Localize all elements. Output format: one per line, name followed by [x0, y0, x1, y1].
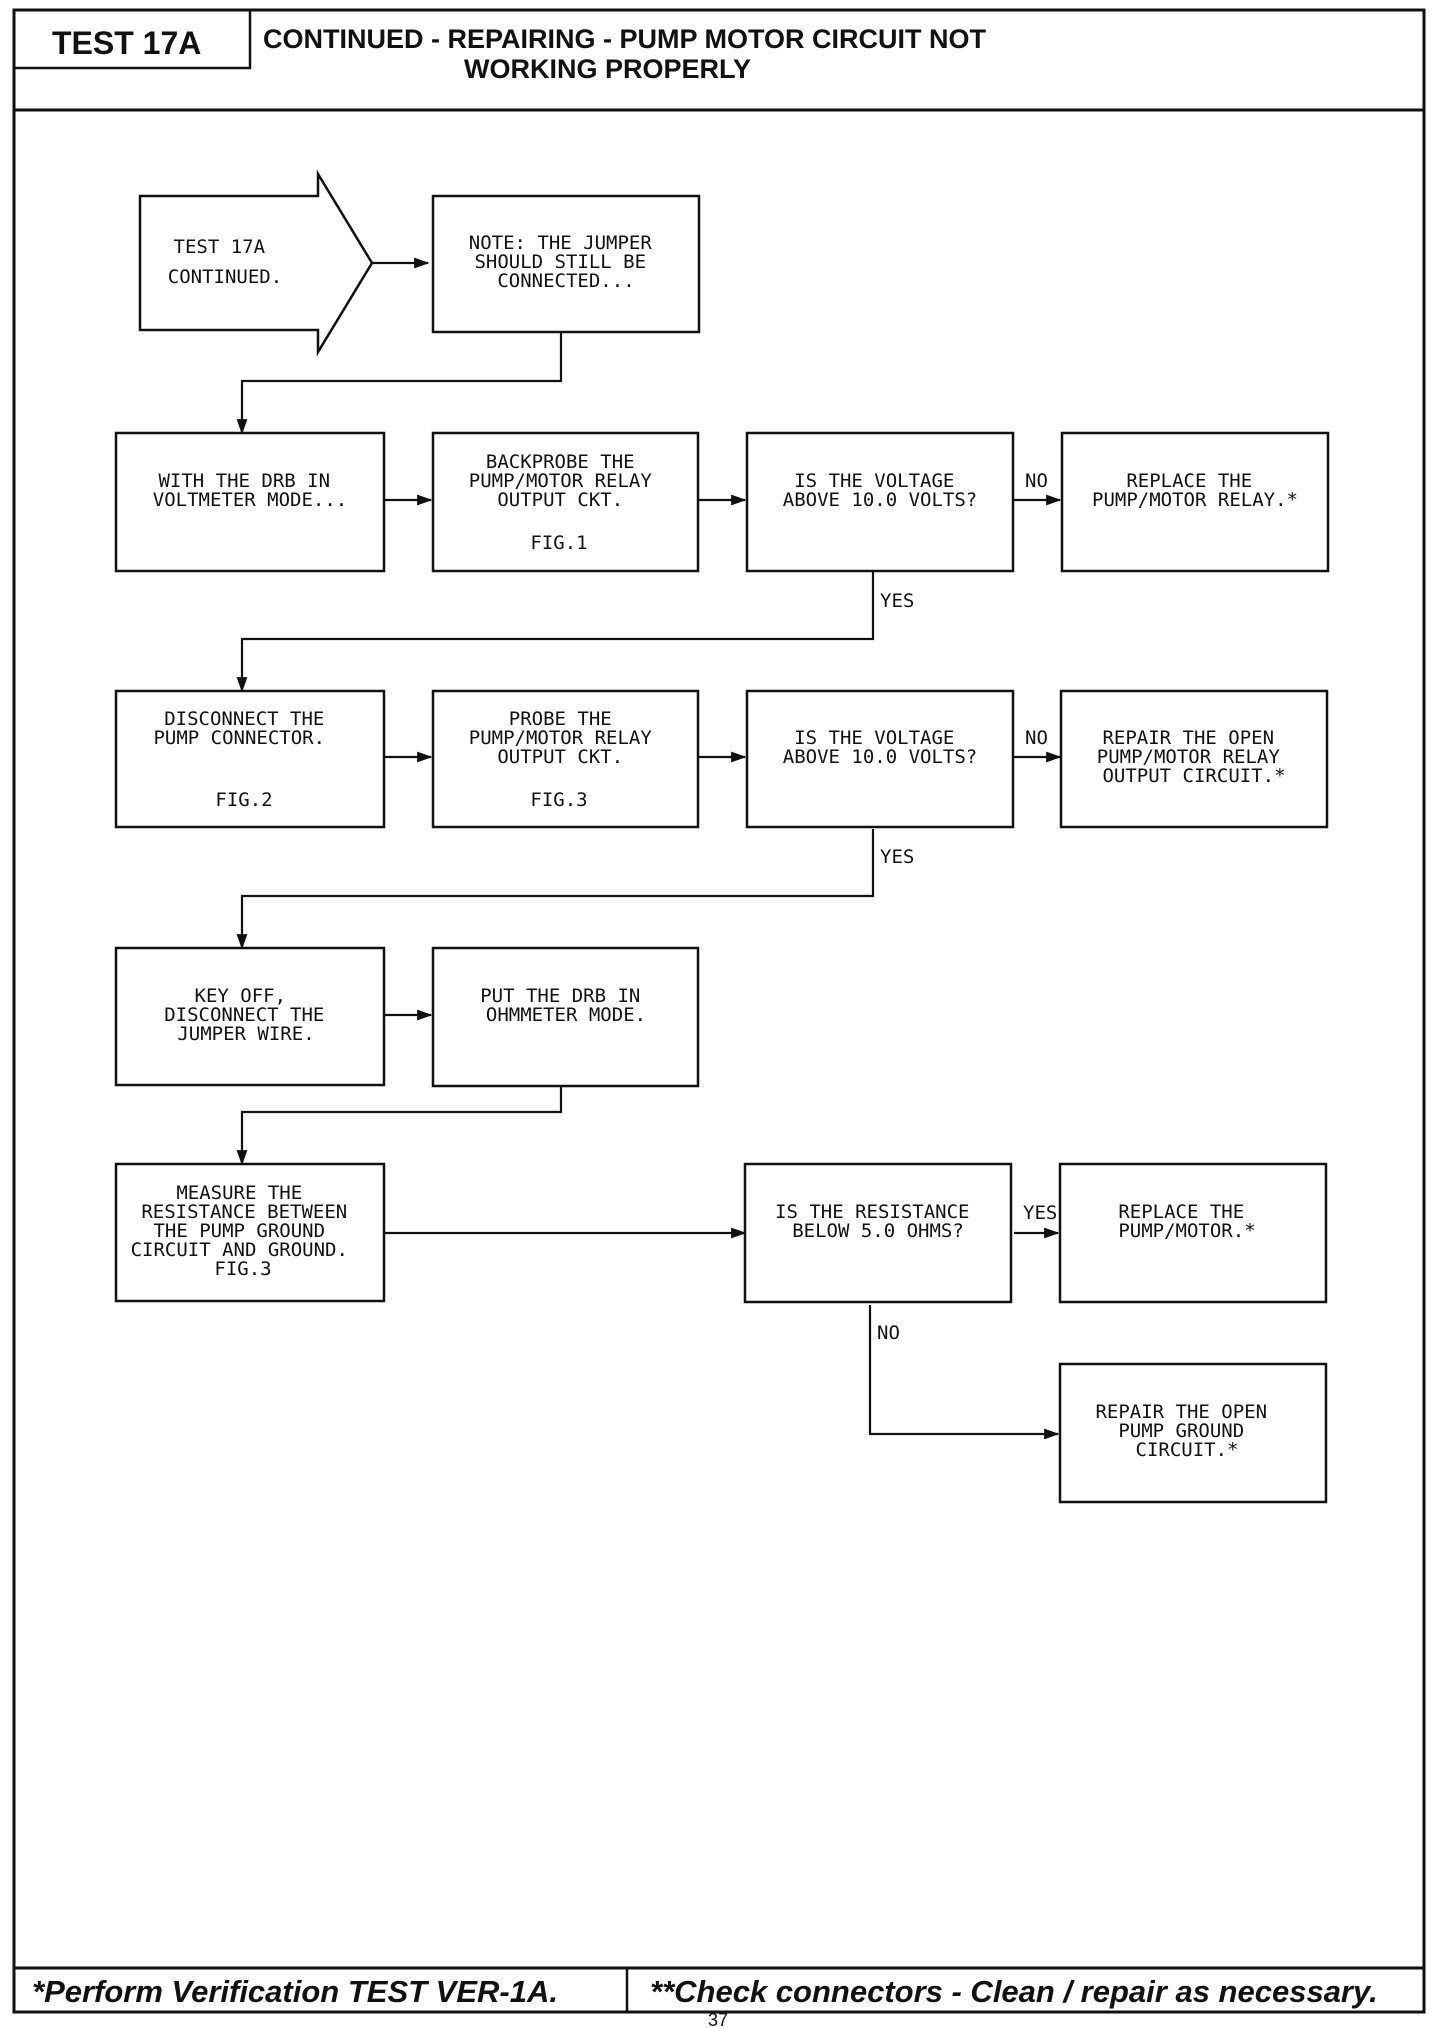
header-title-line2: WORKING PROPERLY	[464, 54, 751, 84]
action-replace-relay: REPLACE THE PUMP/MOTOR RELAY.*	[1060, 431, 1330, 573]
svg-text:MEASURE THE RESISTANCE B: MEASURE THE RESISTANCE BETWEEN THE PUMP …	[131, 1182, 360, 1280]
decision-voltage-check-2: IS THE VOLTAGE ABOVE 10.0 VOLTS?	[745, 689, 1015, 829]
svg-text:WITH THE DRB IN VOLTMETE: WITH THE DRB IN VOLTMETER MODE...	[153, 470, 347, 511]
connector-ohmmeter-to-measure	[236, 1087, 563, 1166]
svg-text:IS THE RESISTANCE BELOW: IS THE RESISTANCE BELOW 5.0 OHMS?	[775, 1201, 981, 1242]
svg-text:DISCONNECT THE PUMP CONN: DISCONNECT THE PUMP CONNECTOR. FIG.2	[153, 708, 336, 811]
label-no-1: NO	[1025, 470, 1048, 492]
step-measure-resistance: MEASURE THE RESISTANCE BETWEEN THE PUMP …	[114, 1162, 386, 1303]
page-border	[12, 8, 1426, 2014]
svg-text:REPLACE THE PUMP/MOTOR R: REPLACE THE PUMP/MOTOR RELAY.*	[1092, 470, 1298, 511]
step-drb-voltmeter: WITH THE DRB IN VOLTMETER MODE...	[114, 431, 386, 573]
decision-voltage-check-1: IS THE VOLTAGE ABOVE 10.0 VOLTS?	[745, 431, 1015, 573]
header-title-line1: CONTINUED - REPAIRING - PUMP MOTOR CIRCU…	[263, 24, 987, 54]
svg-text:IS THE VOLTAGE ABOVE 10.: IS THE VOLTAGE ABOVE 10.0 VOLTS?	[783, 727, 977, 768]
svg-text:KEY OFF, DISCONNECT THE: KEY OFF, DISCONNECT THE JUMPER WIRE.	[164, 985, 336, 1045]
connector-check1-yes	[236, 572, 875, 693]
footer-connector-note: **Check connectors - Clean / repair as n…	[650, 1974, 1378, 2009]
svg-text:PUT THE DRB IN OHMMETER: PUT THE DRB IN OHMMETER MODE.	[480, 985, 652, 1026]
connector-note-to-voltmeter	[236, 332, 563, 435]
svg-text:REPLACE THE PUMP/MOTOR.*: REPLACE THE PUMP/MOTOR.*	[1118, 1201, 1255, 1242]
connector-check2-yes	[236, 829, 875, 950]
step-jumper-note: NOTE: THE JUMPER SHOULD STILL BE CONNECT…	[431, 194, 701, 334]
test-id: TEST 17A	[52, 25, 201, 61]
svg-text:REPAIR THE OPEN PUMP GRO: REPAIR THE OPEN PUMP GROUND CIRCUIT.*	[1095, 1401, 1278, 1461]
label-yes-1: YES	[880, 590, 914, 612]
test-id-box	[12, 8, 252, 70]
action-replace-pump: REPLACE THE PUMP/MOTOR.*	[1058, 1162, 1328, 1304]
step-backprobe-relay: BACKPROBE THE PUMP/MOTOR RELAY OUTPUT CK…	[431, 431, 700, 573]
action-repair-relay-output: REPAIR THE OPEN PUMP/MOTOR RELAY OUTPUT …	[1059, 689, 1329, 829]
svg-text:PROBE THE PUMP/MOTOR REL: PROBE THE PUMP/MOTOR RELAY OUTPUT CKT. F…	[469, 708, 663, 811]
svg-text:IS THE VOLTAGE ABOVE 10.: IS THE VOLTAGE ABOVE 10.0 VOLTS?	[783, 470, 977, 511]
action-repair-ground: REPAIR THE OPEN PUMP GROUND CIRCUIT.*	[1058, 1362, 1328, 1504]
svg-text:NOTE: THE JUMPER SHOULD: NOTE: THE JUMPER SHOULD STILL BE CONNECT…	[469, 232, 663, 292]
label-yes-3: YES	[1023, 1202, 1057, 1224]
svg-text:REPAIR THE OPEN PUMP/MOT: REPAIR THE OPEN PUMP/MOTOR RELAY OUTPUT …	[1097, 727, 1291, 787]
label-no-3: NO	[877, 1322, 900, 1344]
step-probe-relay: PROBE THE PUMP/MOTOR RELAY OUTPUT CKT. F…	[431, 689, 700, 829]
connector-check3-no	[868, 1305, 1060, 1440]
decision-resistance-check: IS THE RESISTANCE BELOW 5.0 OHMS?	[743, 1162, 1013, 1304]
step-drb-ohmmeter: PUT THE DRB IN OHMMETER MODE.	[431, 946, 700, 1088]
page-number: 37	[708, 2010, 728, 2028]
label-yes-2: YES	[880, 846, 914, 868]
step-key-off: KEY OFF, DISCONNECT THE JUMPER WIRE.	[114, 946, 386, 1087]
footer-verification-note: *Perform Verification TEST VER-1A.	[32, 1974, 558, 2009]
svg-text:BACKPROBE THE PUMP/MOTOR: BACKPROBE THE PUMP/MOTOR RELAY OUTPUT CK…	[469, 451, 663, 554]
connectors	[236, 257, 1062, 1440]
start-text: TEST 17A CONTINUED.	[168, 236, 282, 288]
step-disconnect-pump: DISCONNECT THE PUMP CONNECTOR. FIG.2	[114, 689, 386, 829]
start-arrow-shape: TEST 17A CONTINUED.	[138, 169, 374, 357]
label-no-2: NO	[1025, 727, 1048, 749]
